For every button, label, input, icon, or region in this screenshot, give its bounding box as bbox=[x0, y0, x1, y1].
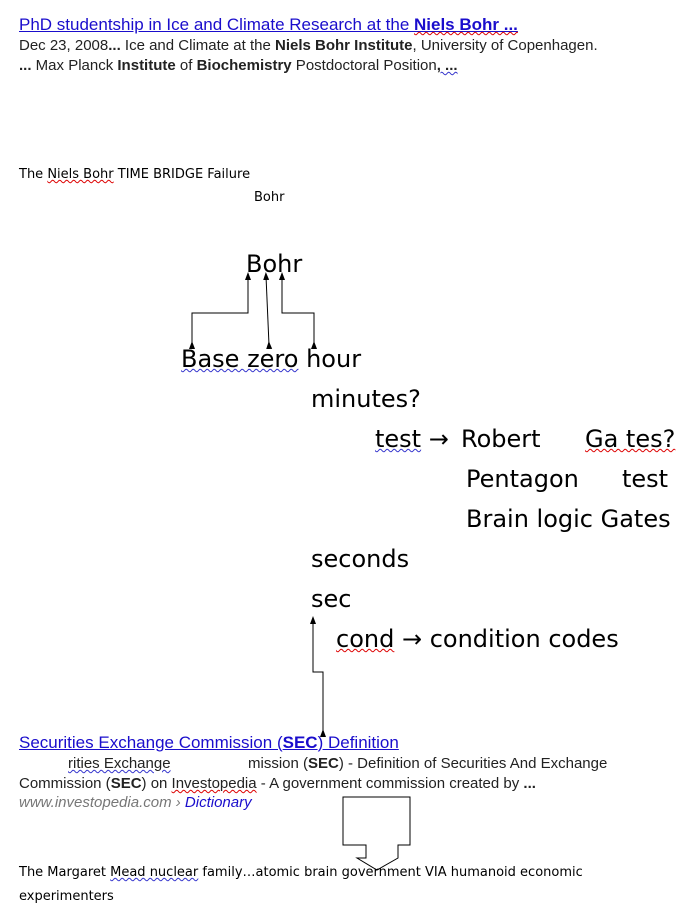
diagram-brain-logic-gates: Brain logic Gates bbox=[466, 505, 671, 533]
footer-line-1: The Margaret Mead nuclear family…atomic … bbox=[19, 865, 583, 880]
diagram-test-2: test bbox=[622, 465, 669, 493]
down-arrow-callout-shape bbox=[342, 796, 411, 871]
result-snippet-line-1: Dec 23, 2008... Ice and Climate at the N… bbox=[19, 37, 598, 54]
title-bold: Niels Bohr ... bbox=[414, 15, 518, 34]
diagram-test: test → bbox=[375, 425, 449, 453]
arrow-right-icon: → bbox=[428, 425, 449, 453]
footer-line-2: experimenters bbox=[19, 889, 114, 904]
diagram-pentagon: Pentagon bbox=[466, 465, 579, 493]
result-url[interactable]: www.investopedia.com › Dictionary bbox=[19, 794, 252, 811]
diagram-seconds: seconds bbox=[311, 545, 410, 573]
diagram-sec: sec bbox=[311, 585, 352, 613]
result-title-link-niels-bohr[interactable]: PhD studentship in Ice and Climate Resea… bbox=[19, 15, 518, 35]
sec-snippet-line-1a: rities Exchange bbox=[68, 755, 171, 772]
sec-snippet-line-2: Commission (SEC) on Investopedia - A gov… bbox=[19, 775, 536, 792]
title-text: PhD studentship in Ice and Climate Resea… bbox=[19, 15, 414, 34]
sec-snippet-line-1b: mission (SEC) - Definition of Securities… bbox=[248, 755, 608, 772]
result-snippet-line-2: ... Max Planck Institute of Biochemistry… bbox=[19, 57, 458, 74]
heading-text: The Niels Bohr TIME BRIDGE Failure bbox=[19, 167, 251, 182]
diagram-minutes: minutes? bbox=[311, 385, 421, 413]
diagram-base-zero-hour: Base zero hour bbox=[181, 345, 362, 373]
diagram-robert: Robert bbox=[461, 425, 541, 453]
diagram-gates: Ga tes? bbox=[585, 425, 676, 453]
breadcrumb-dictionary: Dictionary bbox=[184, 794, 252, 811]
small-bohr-label: Bohr bbox=[254, 190, 285, 205]
result-title-link-sec[interactable]: Securities Exchange Commission (SEC) Def… bbox=[19, 733, 399, 752]
diagram-cond: cond → condition codes bbox=[336, 625, 619, 653]
arrow-right-icon: → bbox=[401, 625, 423, 653]
